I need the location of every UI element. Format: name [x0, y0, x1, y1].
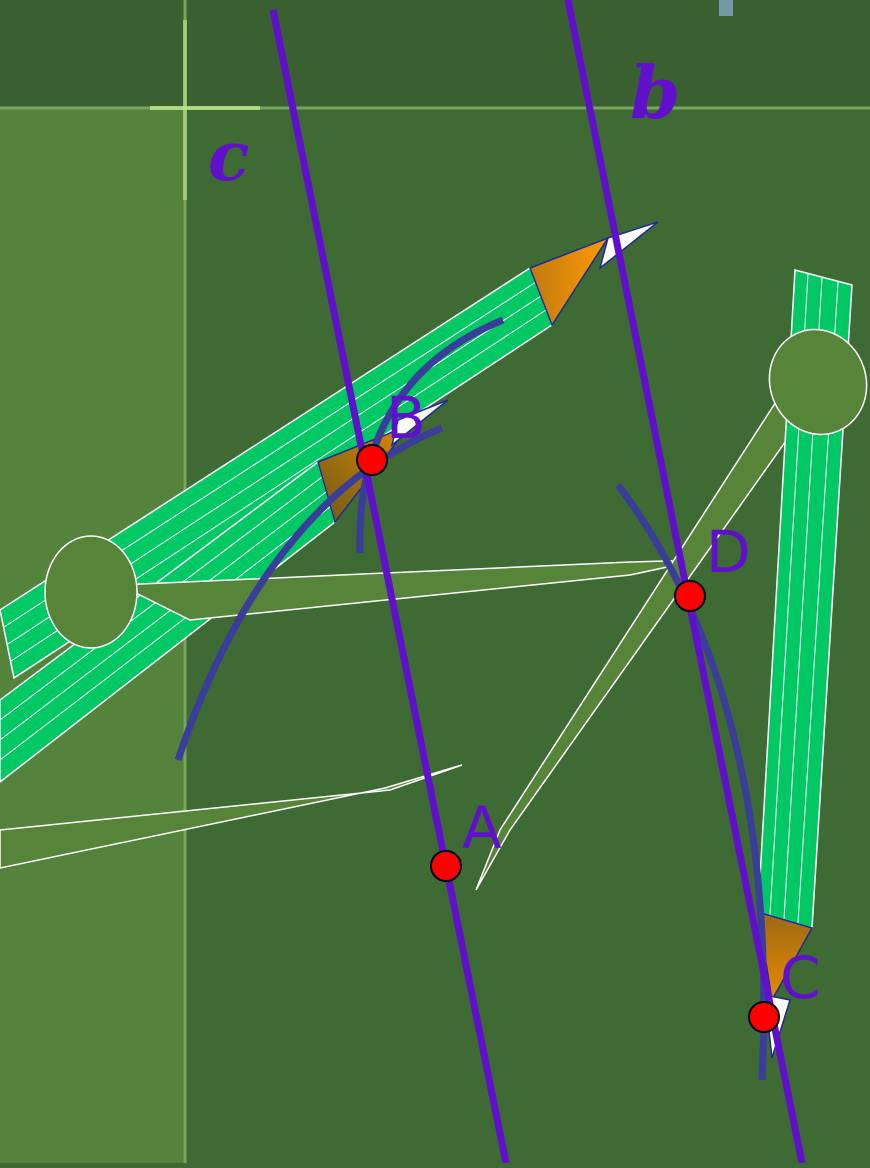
point-label-C: C	[780, 944, 821, 1012]
pencil-upper	[0, 221, 659, 680]
compass-left[interactable]	[0, 221, 701, 869]
point-C[interactable]	[748, 1001, 780, 1033]
compass-right[interactable]	[475, 269, 870, 1059]
line-label-c: c	[208, 117, 249, 197]
point-A[interactable]	[430, 850, 462, 882]
line-label-b: b	[630, 50, 680, 135]
points	[356, 444, 780, 1033]
point-label-A: A	[462, 794, 502, 862]
point-D[interactable]	[674, 580, 706, 612]
line-c	[269, 9, 510, 1164]
pencil-lower	[0, 399, 449, 783]
point-label-B: B	[386, 384, 426, 452]
compass-icon	[0, 221, 701, 869]
arc-through-b-large	[174, 424, 444, 762]
compass-icon	[475, 269, 868, 1059]
point-B[interactable]	[356, 444, 388, 476]
arc-through-b-small	[356, 316, 505, 554]
point-label-D: D	[706, 518, 751, 586]
